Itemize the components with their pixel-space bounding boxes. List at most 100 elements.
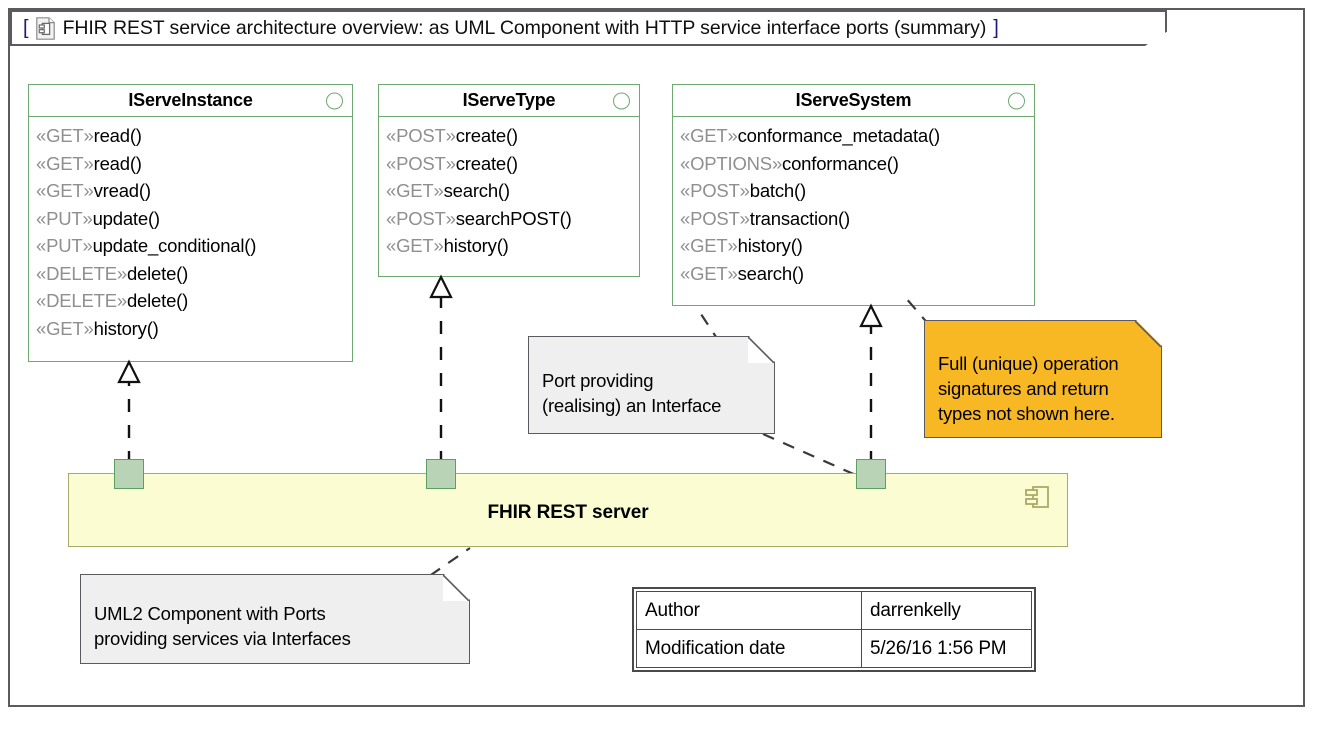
operation-stereotype: «POST» — [680, 207, 750, 229]
interface-operations: «POST»create() «POST»create() «GET»searc… — [379, 117, 639, 267]
operation-stereotype: «DELETE» — [36, 290, 127, 311]
operation-row: «PUT»update_conditional() — [36, 232, 352, 260]
operation-name: update_conditional() — [92, 235, 257, 256]
operation-row: «GET»history() — [680, 232, 1034, 260]
operation-row: «GET»conformance_metadata() — [680, 122, 1034, 150]
info-key-modification-date: Modification date — [636, 629, 862, 668]
operation-row: «DELETE»delete() — [36, 260, 352, 288]
interface-header: IServeInstance — [29, 85, 352, 117]
operation-stereotype: «PUT» — [36, 235, 93, 256]
interface-operations: «GET»read() «GET»read() «GET»vread() «PU… — [29, 117, 352, 349]
operation-row: «GET»vread() — [36, 177, 352, 205]
operation-row: «GET»search() — [680, 260, 1034, 288]
diagram-title-banner: [ FHIR REST service architecture overvie… — [10, 10, 1167, 46]
interface-serve-type[interactable]: IServeType «POST»create() «POST»create()… — [378, 84, 640, 277]
operation-name: transaction() — [749, 207, 850, 229]
operation-stereotype: «GET» — [36, 317, 94, 339]
interface-header: IServeType — [379, 85, 639, 117]
note-line: Port providing — [542, 370, 654, 391]
operation-row: «GET»history() — [386, 232, 639, 260]
operation-stereotype: «PUT» — [36, 207, 93, 229]
operation-stereotype: «POST» — [386, 207, 456, 229]
info-value-author: darrenkelly — [861, 591, 1032, 630]
uml-component-icon — [1025, 486, 1049, 508]
note-line: signatures and return — [938, 378, 1109, 399]
operation-stereotype: «DELETE» — [36, 262, 127, 284]
note-line: types not shown here. — [938, 403, 1115, 424]
operation-name: searchPOST() — [455, 207, 572, 229]
operation-stereotype: «GET» — [36, 125, 94, 146]
info-table: Author darrenkelly Modification date 5/2… — [632, 587, 1036, 672]
operation-stereotype: «POST» — [386, 152, 456, 174]
info-value-modification-date: 5/26/16 1:56 PM — [861, 629, 1032, 668]
operation-row: «GET»history() — [36, 315, 352, 343]
port-serve-system[interactable] — [856, 459, 886, 489]
operation-name: delete() — [126, 262, 189, 284]
component-fhir-rest-server[interactable]: FHIR REST server — [68, 473, 1068, 547]
note-fold-corner — [443, 575, 469, 601]
port-serve-type[interactable] — [426, 459, 456, 489]
operation-stereotype: «GET» — [386, 180, 444, 201]
operation-row: «GET»search() — [386, 177, 639, 205]
interface-serve-instance[interactable]: IServeInstance «GET»read() «GET»read() «… — [28, 84, 353, 362]
interface-ball-icon — [326, 92, 343, 109]
operation-stereotype: «POST» — [386, 125, 456, 146]
interface-serve-system[interactable]: IServeSystem «GET»conformance_metadata()… — [672, 84, 1035, 306]
operation-row: «GET»read() — [36, 150, 352, 178]
note-fold-corner — [748, 337, 774, 363]
note-component-ports: UML2 Component with Ports providing serv… — [80, 574, 470, 664]
port-serve-instance[interactable] — [114, 459, 144, 489]
operation-name: create() — [455, 152, 518, 174]
interface-header: IServeSystem — [673, 85, 1034, 117]
operation-name: read() — [93, 152, 142, 174]
note-body: Port providing (realising) an Interface — [542, 368, 764, 418]
operation-name: history() — [93, 317, 159, 339]
note-line: UML2 Component with Ports — [94, 603, 326, 624]
operation-name: update() — [92, 207, 161, 229]
operation-row: «OPTIONS»conformance() — [680, 150, 1034, 178]
operation-name: history() — [737, 235, 803, 256]
operation-row: «POST»create() — [386, 122, 639, 150]
operation-row: «POST»searchPOST() — [386, 205, 639, 233]
operation-row: «GET»read() — [36, 122, 352, 150]
operation-stereotype: «POST» — [680, 180, 750, 201]
operation-row: «POST»batch() — [680, 177, 1034, 205]
interface-name: IServeSystem — [795, 90, 912, 110]
note-body: Full (unique) operation signatures and r… — [938, 351, 1151, 426]
operation-row: «PUT»update() — [36, 205, 352, 233]
operation-name: search() — [737, 262, 804, 284]
table-row: Author darrenkelly — [636, 591, 1032, 630]
note-signatures: Full (unique) operation signatures and r… — [924, 320, 1162, 438]
operation-row: «POST»transaction() — [680, 205, 1034, 233]
interface-name: IServeInstance — [128, 90, 253, 110]
note-port-interface: Port providing (realising) an Interface — [528, 336, 775, 434]
operation-stereotype: «GET» — [36, 180, 94, 201]
uml-component-document-icon — [36, 17, 55, 40]
operation-name: delete() — [126, 290, 189, 311]
operation-name: batch() — [749, 180, 806, 201]
operation-name: vread() — [93, 180, 151, 201]
operation-stereotype: «GET» — [680, 125, 738, 146]
interface-ball-icon — [613, 92, 630, 109]
component-name: FHIR REST server — [487, 502, 649, 523]
note-line: Full (unique) operation — [938, 353, 1119, 374]
title-bracket-open: [ — [23, 17, 29, 39]
note-line: providing services via Interfaces — [94, 628, 351, 649]
interface-operations: «GET»conformance_metadata() «OPTIONS»con… — [673, 117, 1034, 294]
operation-row: «DELETE»delete() — [36, 287, 352, 315]
table-row: Modification date 5/26/16 1:56 PM — [636, 629, 1032, 668]
operation-name: conformance_metadata() — [737, 125, 940, 146]
operation-name: search() — [443, 180, 510, 201]
info-table-grid: Author darrenkelly Modification date 5/2… — [636, 591, 1032, 668]
operation-stereotype: «GET» — [680, 235, 738, 256]
interface-name: IServeType — [462, 90, 556, 110]
operation-name: read() — [93, 125, 142, 146]
operation-name: create() — [455, 125, 518, 146]
operation-row: «POST»create() — [386, 150, 639, 178]
operation-stereotype: «OPTIONS» — [680, 152, 783, 174]
operation-stereotype: «GET» — [680, 262, 738, 284]
operation-name: history() — [443, 235, 509, 256]
note-line: (realising) an Interface — [542, 395, 722, 416]
diagram-title: FHIR REST service architecture overview:… — [62, 16, 987, 39]
title-bracket-close: ] — [993, 17, 999, 39]
